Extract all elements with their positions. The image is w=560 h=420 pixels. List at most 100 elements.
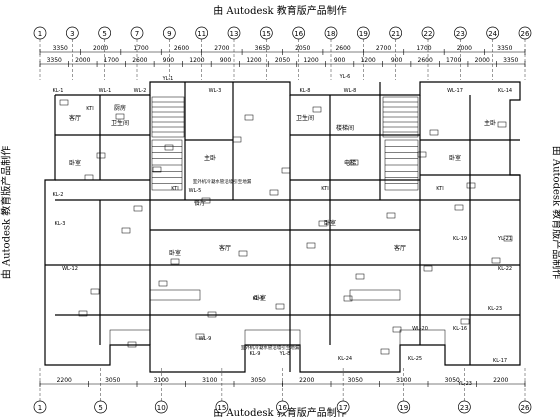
room-label: 电梯 [344,159,356,167]
watermark-top: 由 Autodesk 教育版产品制作 [213,6,347,17]
axis-label: 23 [460,404,469,412]
dimension-value: 2200 [57,377,72,384]
fixture [269,189,279,196]
dimension-value: 3350 [53,45,68,52]
dimension-value: 2600 [174,45,189,52]
axis-label: 21 [391,30,400,38]
fixture [275,303,285,310]
room-label: 厨房 [114,104,126,112]
fixture [164,144,174,151]
axis-label: 3 [70,30,74,38]
room-label: 客厅 [394,244,406,252]
fixture [127,341,137,348]
pipe-tag: KL-19 [453,236,467,242]
fixture [195,333,205,340]
axis-label: 5 [98,404,102,412]
pipe-tag: KTI [436,186,443,192]
room-label: 客厅 [219,244,231,252]
axis-label: 23 [456,30,465,38]
fixture [429,129,439,136]
room-label: 卧室 [254,294,266,302]
axis-label: 7 [135,30,139,38]
fixture [355,273,365,280]
dimension-value: 2000 [457,45,472,52]
pipe-tag: WL-1 [99,88,112,94]
dimension-value: 3350 [497,45,512,52]
dimension-value: 2050 [275,57,290,64]
pipe-tag: KL-8 [300,88,311,94]
room-label: 卧室 [324,219,336,227]
fixture [392,326,402,333]
dimension-value: 1700 [133,45,148,52]
fixture [115,113,125,120]
axis-label: 11 [197,30,206,38]
dimension-value: 1200 [360,57,375,64]
annotation-note: 室外机冷凝水管沿墙引至地漏 [241,344,300,351]
axis-label: 17 [339,404,348,412]
pipe-tag: WL-5 [189,188,202,194]
pipe-tag: KL-16 [453,326,467,332]
dimension-value: 900 [163,57,175,64]
dimension-value: 900 [391,57,403,64]
pipe-tag: YL-1 [162,76,174,82]
fixture [497,121,507,128]
dimension-value: 2200 [299,377,314,384]
annotation-note: 室外机冷凝水管沿墙引至地漏 [193,178,252,185]
pipe-tag: WL-3 [209,88,222,94]
fixture [133,205,143,212]
axis-label: 19 [399,404,408,412]
dimension-value: 1700 [416,45,431,52]
axis-label: 19 [359,30,368,38]
axis-label: 13 [230,30,239,38]
room-label: 卫生间 [296,114,314,122]
watermark-bottom: 由 Autodesk 教育版产品制作 [213,408,347,419]
axis-label: 1 [38,30,42,38]
dimension-value: 3650 [255,45,270,52]
fixture [238,250,248,257]
axis-label: 5 [102,30,106,38]
dimension-value: 3050 [445,377,460,384]
pipe-tag: KL-23 [488,306,502,312]
pipe-tag: KTI [86,106,93,112]
pipe-tag: WL-9 [199,336,212,342]
dimension-value: 2000 [93,45,108,52]
fixture [281,167,291,174]
pipe-tag: WL-20 [412,326,428,332]
axis-label: 10 [157,404,166,412]
fixture [232,136,242,143]
axis-label: 24 [488,30,497,38]
axis-label: 26 [521,404,530,412]
dimension-value: 1700 [446,57,461,64]
fixture [96,152,106,159]
fixture [343,295,353,302]
pipe-tag: WL-17 [447,88,463,94]
pipe-tag: KL-22 [498,266,512,272]
balcony-outline [109,329,151,346]
fixture [503,235,513,242]
fixture [454,204,464,211]
pipe-tag: KTI [171,186,178,192]
room-label: 卧室 [69,159,81,167]
fixture [417,151,427,158]
axis-label: 16 [278,404,287,412]
room-label: 卫生间 [111,119,129,127]
axis-label: 9 [167,30,171,38]
axis-label: 15 [217,404,226,412]
pipe-tag: KL-1 [53,88,64,94]
dimension-value: 2000 [75,57,90,64]
pipe-tag: WL-12 [62,266,78,272]
fixture [460,318,470,325]
dimension-value: 2600 [132,57,147,64]
wall-lines [44,81,521,373]
fixture [59,99,69,106]
pipe-tag: WL-8 [344,88,357,94]
fixture [491,257,501,264]
dimension-value: 3100 [202,377,217,384]
dimension-value: 1200 [246,57,261,64]
fixture [306,242,316,249]
dimension-value: 1700 [104,57,119,64]
